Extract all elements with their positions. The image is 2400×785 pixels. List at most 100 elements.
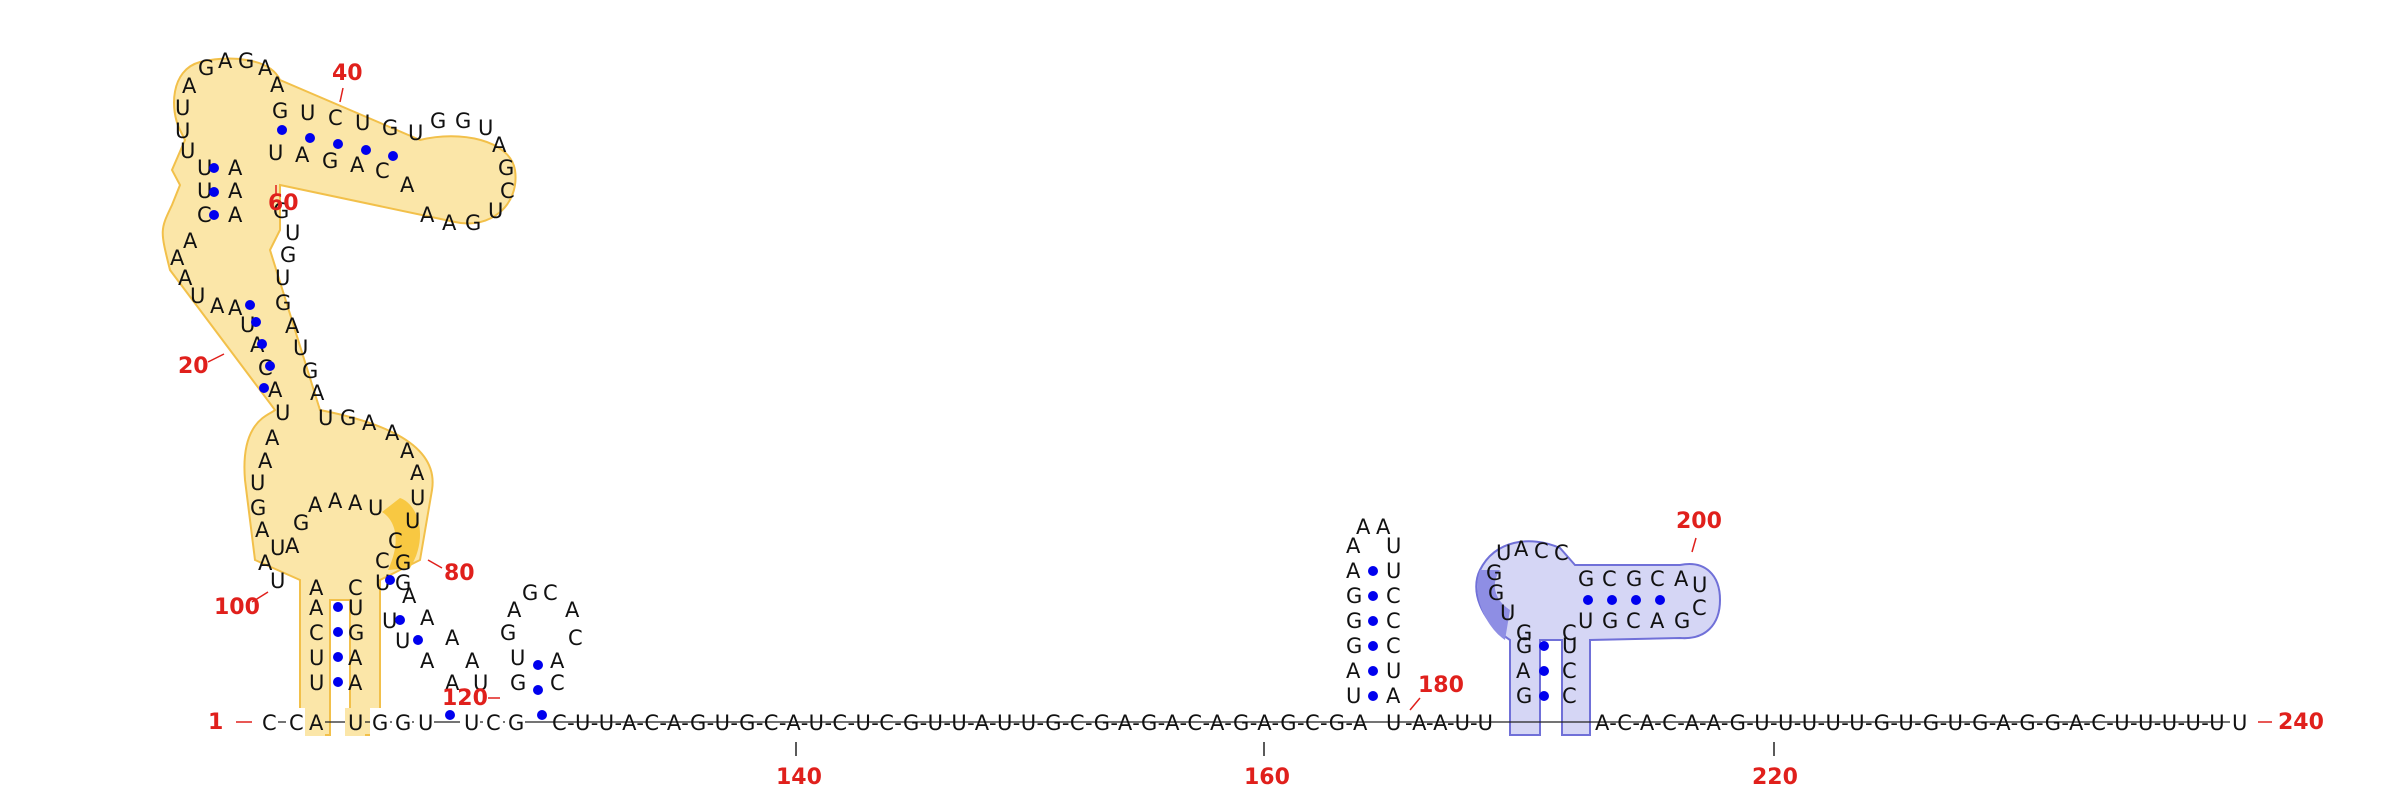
svg-text:C: C xyxy=(543,581,558,605)
hairpin-200-loop-base: U xyxy=(1496,541,1511,565)
svg-text:U: U xyxy=(408,121,423,145)
svg-text:A: A xyxy=(218,49,233,73)
svg-text:A: A xyxy=(258,551,273,575)
hairpin-200-upper-bottom: G xyxy=(1602,609,1618,633)
svg-text:A: A xyxy=(268,378,283,402)
svg-text:A: A xyxy=(348,491,363,515)
backbone-sequence-tail2: A-C-A-C-A-A-G-U-U-U-U-U-G-U-G-U-G-A-G-G-… xyxy=(1595,711,2225,735)
svg-text:A: A xyxy=(182,74,197,98)
svg-text:A: A xyxy=(420,649,435,673)
svg-text:A: A xyxy=(265,426,280,450)
hairpin-200-stem-right: C xyxy=(1562,659,1577,683)
svg-text:G: G xyxy=(395,551,411,575)
hairpin-180-pair-dot xyxy=(1368,591,1378,601)
svg-text:A: A xyxy=(420,203,435,227)
svg-text:C: C xyxy=(348,576,363,600)
svg-text:U: U xyxy=(268,141,283,165)
label-120: 120 xyxy=(442,686,488,711)
svg-text:A: A xyxy=(285,534,300,558)
svg-text:G: G xyxy=(250,496,266,520)
svg-text:U: U xyxy=(190,284,205,308)
hairpin-200-upper-top: G xyxy=(1578,567,1594,591)
svg-text:A: A xyxy=(550,649,565,673)
svg-text:A: A xyxy=(309,711,324,735)
hairpin-200-upper-top: G xyxy=(1626,567,1642,591)
svg-text:G: G xyxy=(372,711,388,735)
svg-text:U: U xyxy=(250,471,265,495)
hairpin-180-loop-base: A xyxy=(1356,515,1371,539)
svg-text:A: A xyxy=(465,649,480,673)
svg-text:A: A xyxy=(442,211,457,235)
hairpin-180-pair-dot xyxy=(1368,616,1378,626)
svg-text:G: G xyxy=(272,99,288,123)
svg-text:A: A xyxy=(285,314,300,338)
svg-text:G: G xyxy=(465,211,481,235)
label-180: 180 xyxy=(1418,673,1464,698)
hairpin-200-upper-top: C xyxy=(1650,567,1665,591)
svg-text:U: U xyxy=(368,496,383,520)
svg-text:G: G xyxy=(280,243,296,267)
hairpin-200-pair-dot xyxy=(1583,595,1593,605)
hairpin-180-left-base: A xyxy=(1346,534,1361,558)
svg-text:C: C xyxy=(500,179,515,203)
svg-text:G: G xyxy=(510,671,526,695)
hairpin-180-left-base: G xyxy=(1346,634,1362,658)
svg-text:U: U xyxy=(197,179,212,203)
svg-text:A: A xyxy=(228,179,243,203)
svg-text:U: U xyxy=(348,711,363,735)
svg-text:C: C xyxy=(328,106,343,130)
hairpin-180-right-base: A xyxy=(1386,684,1401,708)
hairpin-200-upper-bottom: G xyxy=(1674,609,1690,633)
svg-text:U: U xyxy=(175,119,190,143)
svg-text:A: A xyxy=(350,153,365,177)
svg-text:U: U xyxy=(488,199,503,223)
svg-text:G: G xyxy=(322,149,338,173)
svg-text:G: G xyxy=(522,581,538,605)
svg-text:U: U xyxy=(464,711,479,735)
svg-text:U: U xyxy=(270,569,285,593)
svg-text:U: U xyxy=(382,609,397,633)
hairpin-180-left-base: G xyxy=(1346,584,1362,608)
hairpin-200-upper-bottom: U xyxy=(1578,609,1593,633)
svg-text:G: G xyxy=(302,359,318,383)
svg-text:G: G xyxy=(498,156,514,180)
svg-text:A: A xyxy=(210,294,225,318)
svg-text:A: A xyxy=(400,173,415,197)
svg-text:A: A xyxy=(565,598,580,622)
hairpin-200-upper-top: C xyxy=(1602,567,1617,591)
label-140: 140 xyxy=(776,765,822,785)
svg-text:G: G xyxy=(273,199,289,223)
svg-text:U: U xyxy=(309,646,324,670)
svg-text:G: G xyxy=(382,116,398,140)
hairpin-200-upper-top: A xyxy=(1674,567,1689,591)
label-60: 60 xyxy=(268,191,299,216)
svg-text:C: C xyxy=(550,671,565,695)
hairpin-180-right-base: U xyxy=(1386,534,1401,558)
svg-text:A: A xyxy=(228,203,243,227)
svg-text:A: A xyxy=(445,626,460,650)
svg-text:G: G xyxy=(395,571,411,595)
label-20: 20 xyxy=(178,354,209,379)
svg-text:C: C xyxy=(486,711,501,735)
hairpin-180-pair-dot xyxy=(1368,691,1378,701)
svg-text:U: U xyxy=(510,646,525,670)
svg-text:C: C xyxy=(197,203,212,227)
svg-text:C: C xyxy=(375,549,390,573)
svg-text:C: C xyxy=(262,711,277,735)
hairpin-180-pair-dot xyxy=(1368,666,1378,676)
hairpin-200-pair-dot xyxy=(1631,595,1641,605)
svg-text:U: U xyxy=(318,406,333,430)
label-200: 200 xyxy=(1676,509,1722,534)
svg-text:A: A xyxy=(348,646,363,670)
hairpin-200-pair-dot xyxy=(1539,691,1549,701)
hairpin-180-loop-base: A xyxy=(1376,515,1391,539)
svg-text:A: A xyxy=(308,493,323,517)
svg-text:C: C xyxy=(289,711,304,735)
svg-text:U: U xyxy=(309,671,324,695)
hairpin-180-right-base: C xyxy=(1386,584,1401,608)
svg-text:G: G xyxy=(293,511,309,535)
